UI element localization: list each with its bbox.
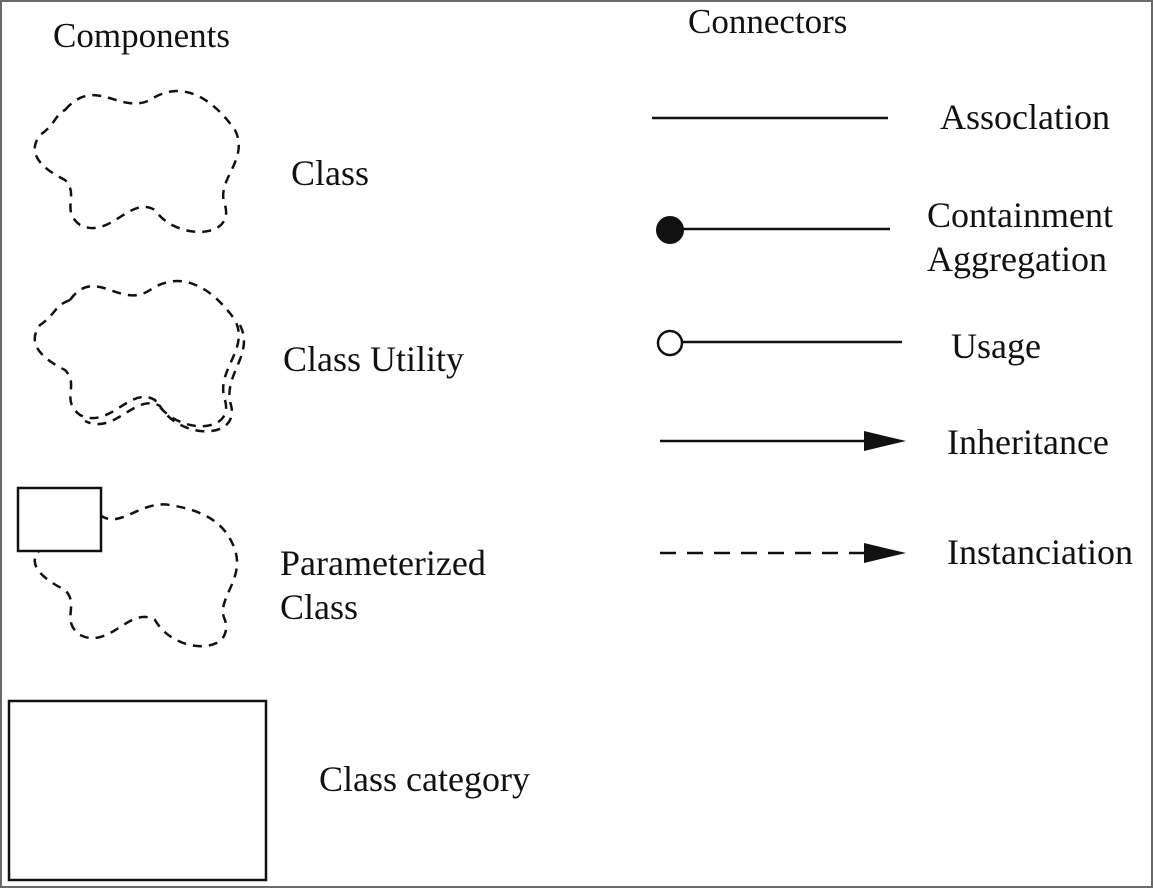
parameterized-class-cloud-icon [33,503,239,648]
parameter-box-icon [16,486,103,553]
inheritance-label: Inheritance [947,422,1109,462]
usage-label: Usage [951,326,1041,366]
containment-label-line2: Aggregation [927,239,1107,279]
containment-aggregation-label: Containment Aggregation [927,193,1113,281]
class-utility-label: Class Utility [283,339,465,379]
containment-label-line1: Containment [927,195,1113,235]
association-label: Assoclation [940,97,1110,137]
class-utility-shadow-edge [84,324,246,433]
instanciation-label: Instanciation [947,532,1133,572]
parameterized-class-label-line1: Parameterized [280,543,486,583]
inheritance-arrowhead-icon [864,431,906,451]
parameterized-class-label: Parameterized Class [280,541,486,629]
class-category-box-icon [7,699,268,882]
connectors-heading: Connectors [688,2,848,41]
parameterized-class-label-line2: Class [280,587,359,627]
class-cloud-icon [33,89,241,234]
components-heading: Components [53,16,230,55]
instanciation-arrowhead-icon [864,543,906,563]
class-utility-cloud-icon [33,279,241,428]
filled-circle-icon [656,216,684,244]
class-label: Class [291,153,370,193]
class-category-label: Class category [319,759,530,799]
open-circle-icon [656,329,684,357]
